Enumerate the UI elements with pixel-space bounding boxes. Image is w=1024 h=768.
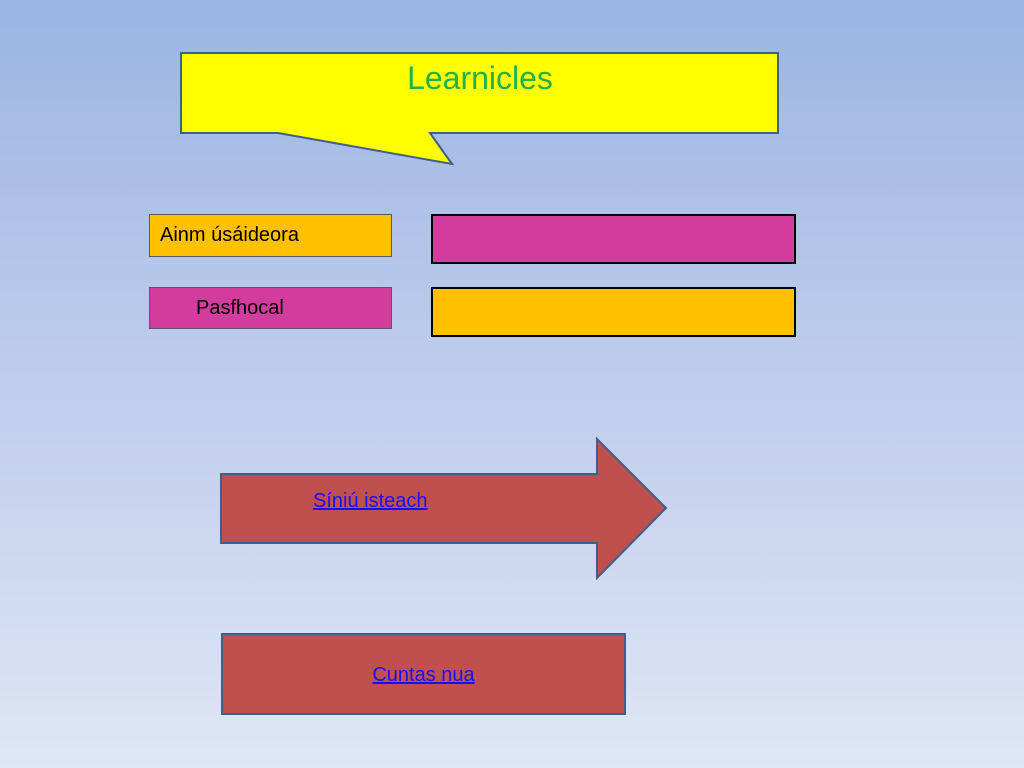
username-field[interactable]: [431, 214, 796, 264]
app-title: Learnicles: [407, 60, 553, 96]
callout-shape: [180, 52, 779, 166]
new-account-link[interactable]: Cuntas nua: [372, 664, 475, 686]
password-label: Pasfhocal: [149, 287, 392, 329]
title-callout: Learnicles: [180, 52, 780, 167]
username-label: Ainm úsáideora: [149, 214, 392, 257]
arrow-shape: [220, 437, 668, 580]
signin-link[interactable]: Síniú isteach: [313, 490, 428, 512]
password-field[interactable]: [431, 287, 796, 337]
new-account-button[interactable]: Cuntas nua: [221, 633, 626, 715]
signin-arrow-button[interactable]: Síniú isteach: [220, 437, 668, 580]
